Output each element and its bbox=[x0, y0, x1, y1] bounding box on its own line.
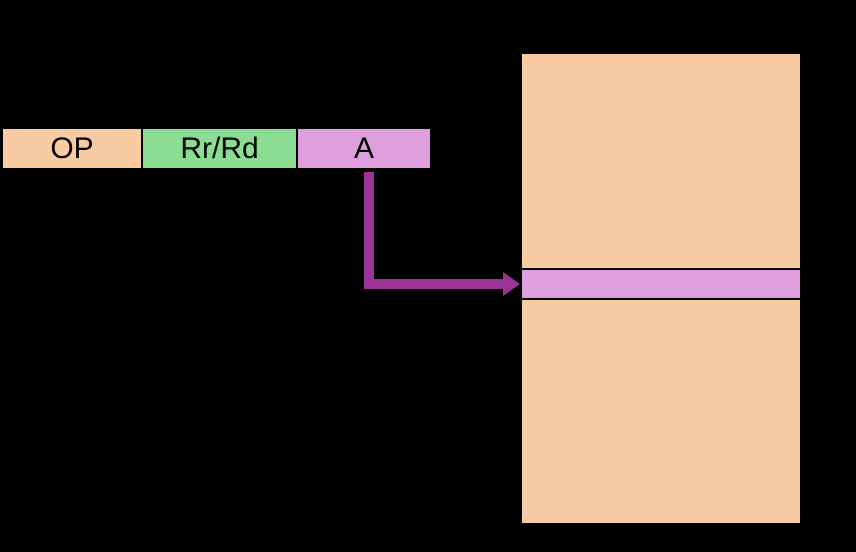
memory-highlight-row bbox=[520, 268, 802, 300]
instruction-format-bar: OP Rr/Rd A bbox=[1, 127, 432, 170]
instruction-field-a: A bbox=[296, 127, 432, 170]
instruction-field-rr-rd: Rr/Rd bbox=[141, 127, 298, 170]
instruction-field-op: OP bbox=[1, 127, 143, 170]
address-arrow-head bbox=[503, 272, 520, 296]
instruction-field-a-label: A bbox=[353, 131, 374, 165]
instruction-field-op-label: OP bbox=[50, 131, 94, 165]
instruction-field-rr-rd-label: Rr/Rd bbox=[180, 131, 259, 165]
address-arrow-line bbox=[364, 172, 504, 289]
